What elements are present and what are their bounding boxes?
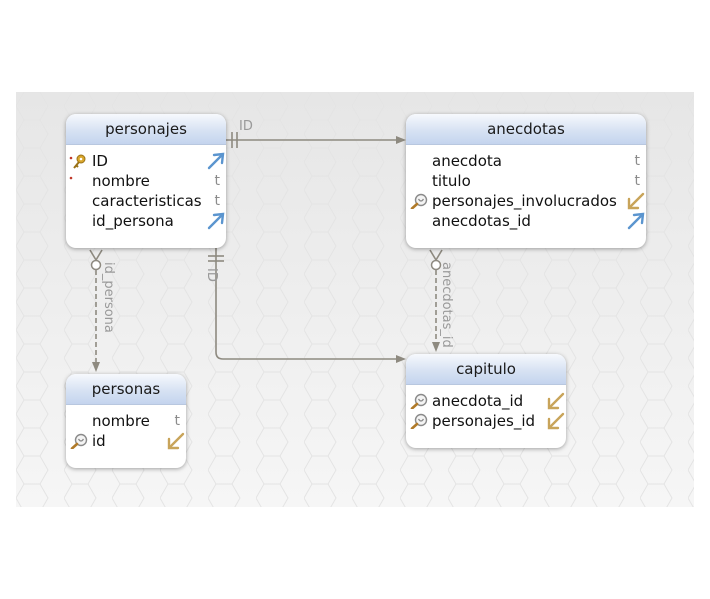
- entity-title[interactable]: personajes: [66, 114, 226, 145]
- incoming-fk-arrow-icon: [547, 412, 565, 430]
- field-row[interactable]: anecdota t: [406, 151, 646, 171]
- field-row[interactable]: personajes_involucrados: [406, 191, 646, 211]
- field-row[interactable]: personajes_id: [406, 411, 566, 431]
- entity-title[interactable]: capitulo: [406, 354, 566, 385]
- field-name: personajes_id: [432, 412, 536, 430]
- field-name: titulo: [432, 172, 471, 190]
- field-name: nombre: [92, 412, 150, 430]
- field-name: anecdotas_id: [432, 212, 531, 230]
- field-row[interactable]: nombre t: [66, 171, 226, 191]
- outgoing-fk-arrow-icon: [207, 212, 225, 230]
- field-row[interactable]: anecdotas_id: [406, 211, 646, 231]
- field-name: anecdota: [432, 152, 502, 170]
- incoming-fk-arrow-icon: [167, 432, 185, 450]
- incoming-fk-arrow-icon: [547, 392, 565, 410]
- relationship-label-personajes-capitulo: ID: [204, 268, 219, 282]
- relationship-label-personajes-personas: id_persona: [101, 262, 116, 333]
- field-type: t: [174, 413, 181, 429]
- field-row[interactable]: caracteristicas t: [66, 191, 226, 211]
- index-icon: [70, 433, 88, 449]
- field-name: personajes_involucrados: [432, 192, 617, 210]
- field-row[interactable]: anecdota_id: [406, 391, 566, 411]
- relationship-label-personajes-anecdotas: ID: [239, 119, 253, 134]
- field-type: t: [634, 173, 641, 189]
- entity-personajes[interactable]: personajes ID nombre t caracteristicas: [66, 114, 226, 248]
- field-row[interactable]: id_persona: [66, 211, 226, 231]
- required-dot-icon: [69, 176, 73, 180]
- field-name: anecdota_id: [432, 392, 524, 410]
- field-row[interactable]: titulo t: [406, 171, 646, 191]
- incoming-fk-arrow-icon: [627, 192, 645, 210]
- field-row[interactable]: id: [66, 431, 186, 451]
- entity-personas[interactable]: personas nombre t id: [66, 374, 186, 468]
- outgoing-fk-arrow-icon: [627, 212, 645, 230]
- primary-key-icon: [69, 154, 86, 169]
- field-type: t: [214, 193, 221, 209]
- field-name: nombre: [92, 172, 150, 190]
- entity-capitulo[interactable]: capitulo anecdota_id personajes_id: [406, 354, 566, 448]
- index-icon: [410, 413, 428, 429]
- field-name: id_persona: [92, 212, 174, 230]
- index-icon: [410, 393, 428, 409]
- field-name: caracteristicas: [92, 192, 202, 210]
- entity-title[interactable]: anecdotas: [406, 114, 646, 145]
- field-type: t: [634, 153, 641, 169]
- relationship-label-anecdotas-capitulo: anecdotas_id: [439, 262, 454, 348]
- field-row[interactable]: nombre t: [66, 411, 186, 431]
- field-row[interactable]: ID: [66, 151, 226, 171]
- field-type: t: [214, 173, 221, 189]
- field-name: ID: [92, 152, 108, 170]
- outgoing-fk-arrow-icon: [207, 152, 225, 170]
- entity-title[interactable]: personas: [66, 374, 186, 405]
- field-name: id: [92, 432, 106, 450]
- entity-anecdotas[interactable]: anecdotas anecdota t titulo t personajes…: [406, 114, 646, 248]
- index-icon: [410, 193, 428, 209]
